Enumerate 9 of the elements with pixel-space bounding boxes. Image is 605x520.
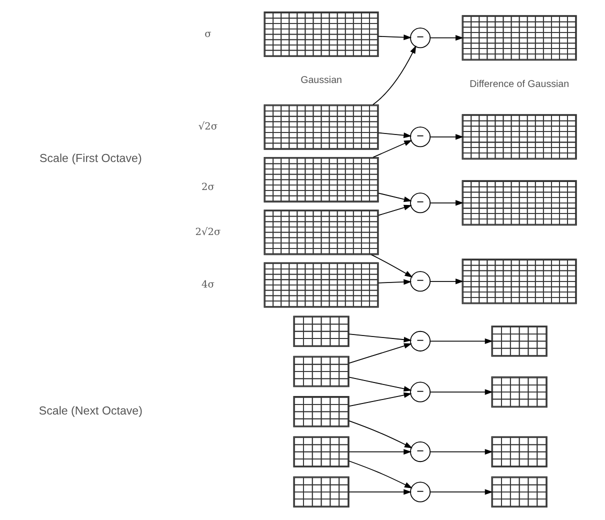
label: 2√2σ xyxy=(194,226,220,238)
label: 4σ xyxy=(201,279,214,290)
label: σ xyxy=(204,28,211,40)
label: √2σ xyxy=(198,122,218,133)
label: Gaussian xyxy=(300,75,342,86)
label: 2σ xyxy=(201,182,214,194)
label: Difference of Gaussian xyxy=(469,78,569,90)
label: Scale (First Octave) xyxy=(39,153,142,166)
label: Scale (Next Octave) xyxy=(38,406,142,418)
